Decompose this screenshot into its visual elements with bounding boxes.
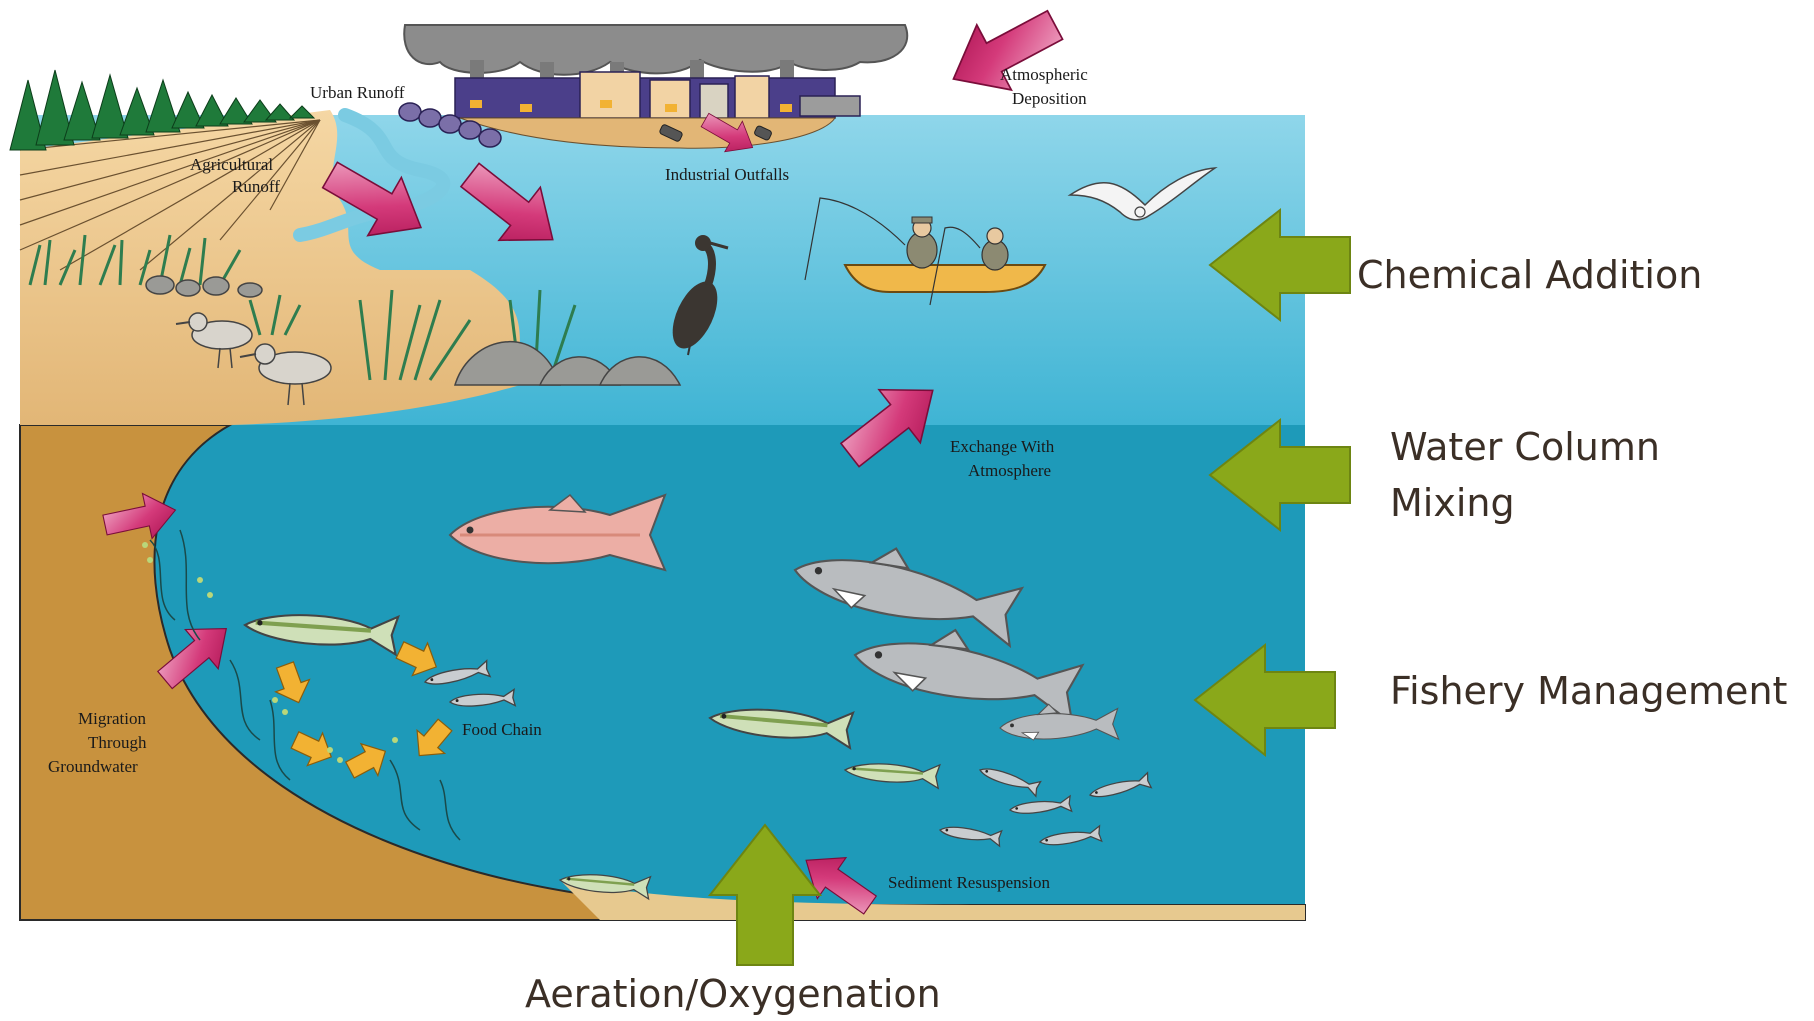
atmospheric-deposition-label: Atmospheric (1000, 65, 1088, 84)
aeration-oxygenation-label: Aeration/Oxygenation (525, 967, 941, 1021)
chemical-addition-label: Chemical Addition (1357, 248, 1702, 302)
migration-label-2: Through (88, 733, 147, 752)
city-skyline (455, 72, 860, 118)
water-column-mixing-label-2: Mixing (1390, 476, 1515, 530)
exchange-with-atmosphere-label: Exchange With (950, 437, 1055, 456)
industrial-outfalls-label: Industrial Outfalls (665, 165, 789, 184)
atmospheric-deposition-label-2: Deposition (1012, 89, 1087, 108)
agricultural-runoff-label-2: Runoff (232, 177, 280, 196)
exchange-with-atmosphere-label-2: Atmosphere (968, 461, 1051, 480)
sediment-resuspension-label: Sediment Resuspension (888, 873, 1050, 892)
food-chain-label: Food Chain (462, 720, 542, 739)
urban-runoff-label: Urban Runoff (310, 83, 405, 102)
migration-label: Migration (78, 709, 146, 728)
migration-label-3: Groundwater (48, 757, 138, 776)
water-column-mixing-label: Water Column (1390, 420, 1660, 474)
agricultural-runoff-label: Agricultural (190, 155, 273, 174)
fishery-management-label: Fishery Management (1390, 664, 1787, 718)
